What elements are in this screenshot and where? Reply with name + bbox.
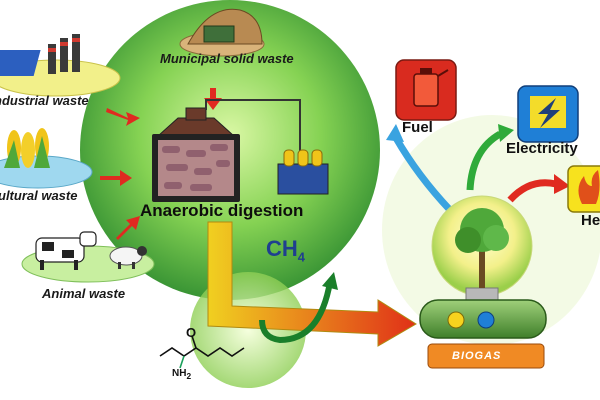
ch4-text: CH	[266, 236, 298, 261]
electricity-icon	[517, 85, 579, 143]
heat-label: He	[581, 212, 600, 229]
fuel-icon	[395, 59, 457, 121]
heat-arrow	[507, 179, 557, 203]
municipal-solid-waste-label: Municipal solid waste	[160, 51, 294, 66]
garbage-pile-icon	[179, 8, 265, 57]
anaerobic-digestion-label: Anaerobic digestion	[140, 201, 304, 220]
fuel-arrow	[392, 136, 453, 213]
sheep-icon	[109, 246, 147, 269]
oxygen-atom-label: O	[186, 325, 197, 340]
biogas-tank	[419, 299, 547, 339]
amine-group-label: NH2	[172, 368, 191, 381]
biogas-label: BIOGAS	[452, 350, 502, 362]
electricity-label: Electricity	[506, 140, 578, 157]
ch4-cycle-arrow	[259, 281, 333, 344]
molecule-structure	[159, 335, 245, 369]
chimney	[60, 38, 68, 72]
factory-roof	[0, 50, 41, 76]
animal-waste-label: Animal waste	[42, 286, 126, 301]
gas-storage-unit	[277, 149, 329, 195]
electricity-arrow	[466, 130, 502, 191]
fuel-label: Fuel	[402, 119, 433, 136]
flow-arrow	[207, 221, 417, 347]
ch4-label: CH4	[266, 236, 305, 264]
industrial-waste-label: ndustrial waste	[0, 93, 89, 108]
agricultural-waste-label: ultural waste	[0, 188, 78, 203]
corn-icon	[4, 128, 50, 168]
digester-tank	[152, 99, 301, 202]
lightbulb-tree-icon	[431, 195, 533, 306]
ch4-subscript: 4	[297, 249, 306, 265]
heat-icon	[567, 165, 600, 213]
cow-icon	[35, 231, 97, 270]
biogas-label-bg	[427, 343, 545, 369]
nh-text: NH	[172, 368, 187, 379]
nh2-subscript: 2	[186, 371, 192, 381]
